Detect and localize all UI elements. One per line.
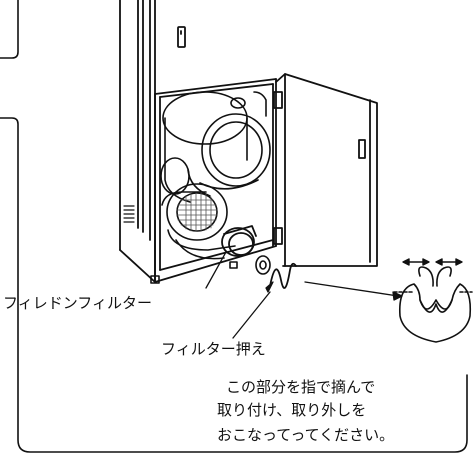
instruction-line-1: この部分を指で摘んで	[226, 378, 376, 396]
filter-housing	[160, 157, 236, 260]
filter-presser-label: フィルター押え	[161, 340, 266, 358]
frame-main	[0, 117, 468, 453]
pointer-lines	[205, 251, 403, 339]
filter-cap	[221, 225, 257, 257]
finger-pinch-detail	[393, 266, 473, 343]
cabinet	[119, 0, 277, 283]
mesh-pattern	[176, 192, 218, 232]
fan-housing	[162, 91, 271, 203]
presser-clip	[269, 262, 297, 289]
filter-label: フィレドンフィルター	[3, 294, 152, 312]
vent-slats	[123, 205, 135, 223]
pinch-arrows	[402, 258, 463, 266]
open-door	[273, 73, 378, 267]
instruction-line-3: おこなってってください。	[217, 426, 395, 444]
casters	[150, 255, 271, 284]
instruction-line-2: 取り付け、取り外しを	[217, 401, 367, 419]
frame-top-left	[0, 0, 19, 59]
top-handle	[177, 26, 186, 48]
